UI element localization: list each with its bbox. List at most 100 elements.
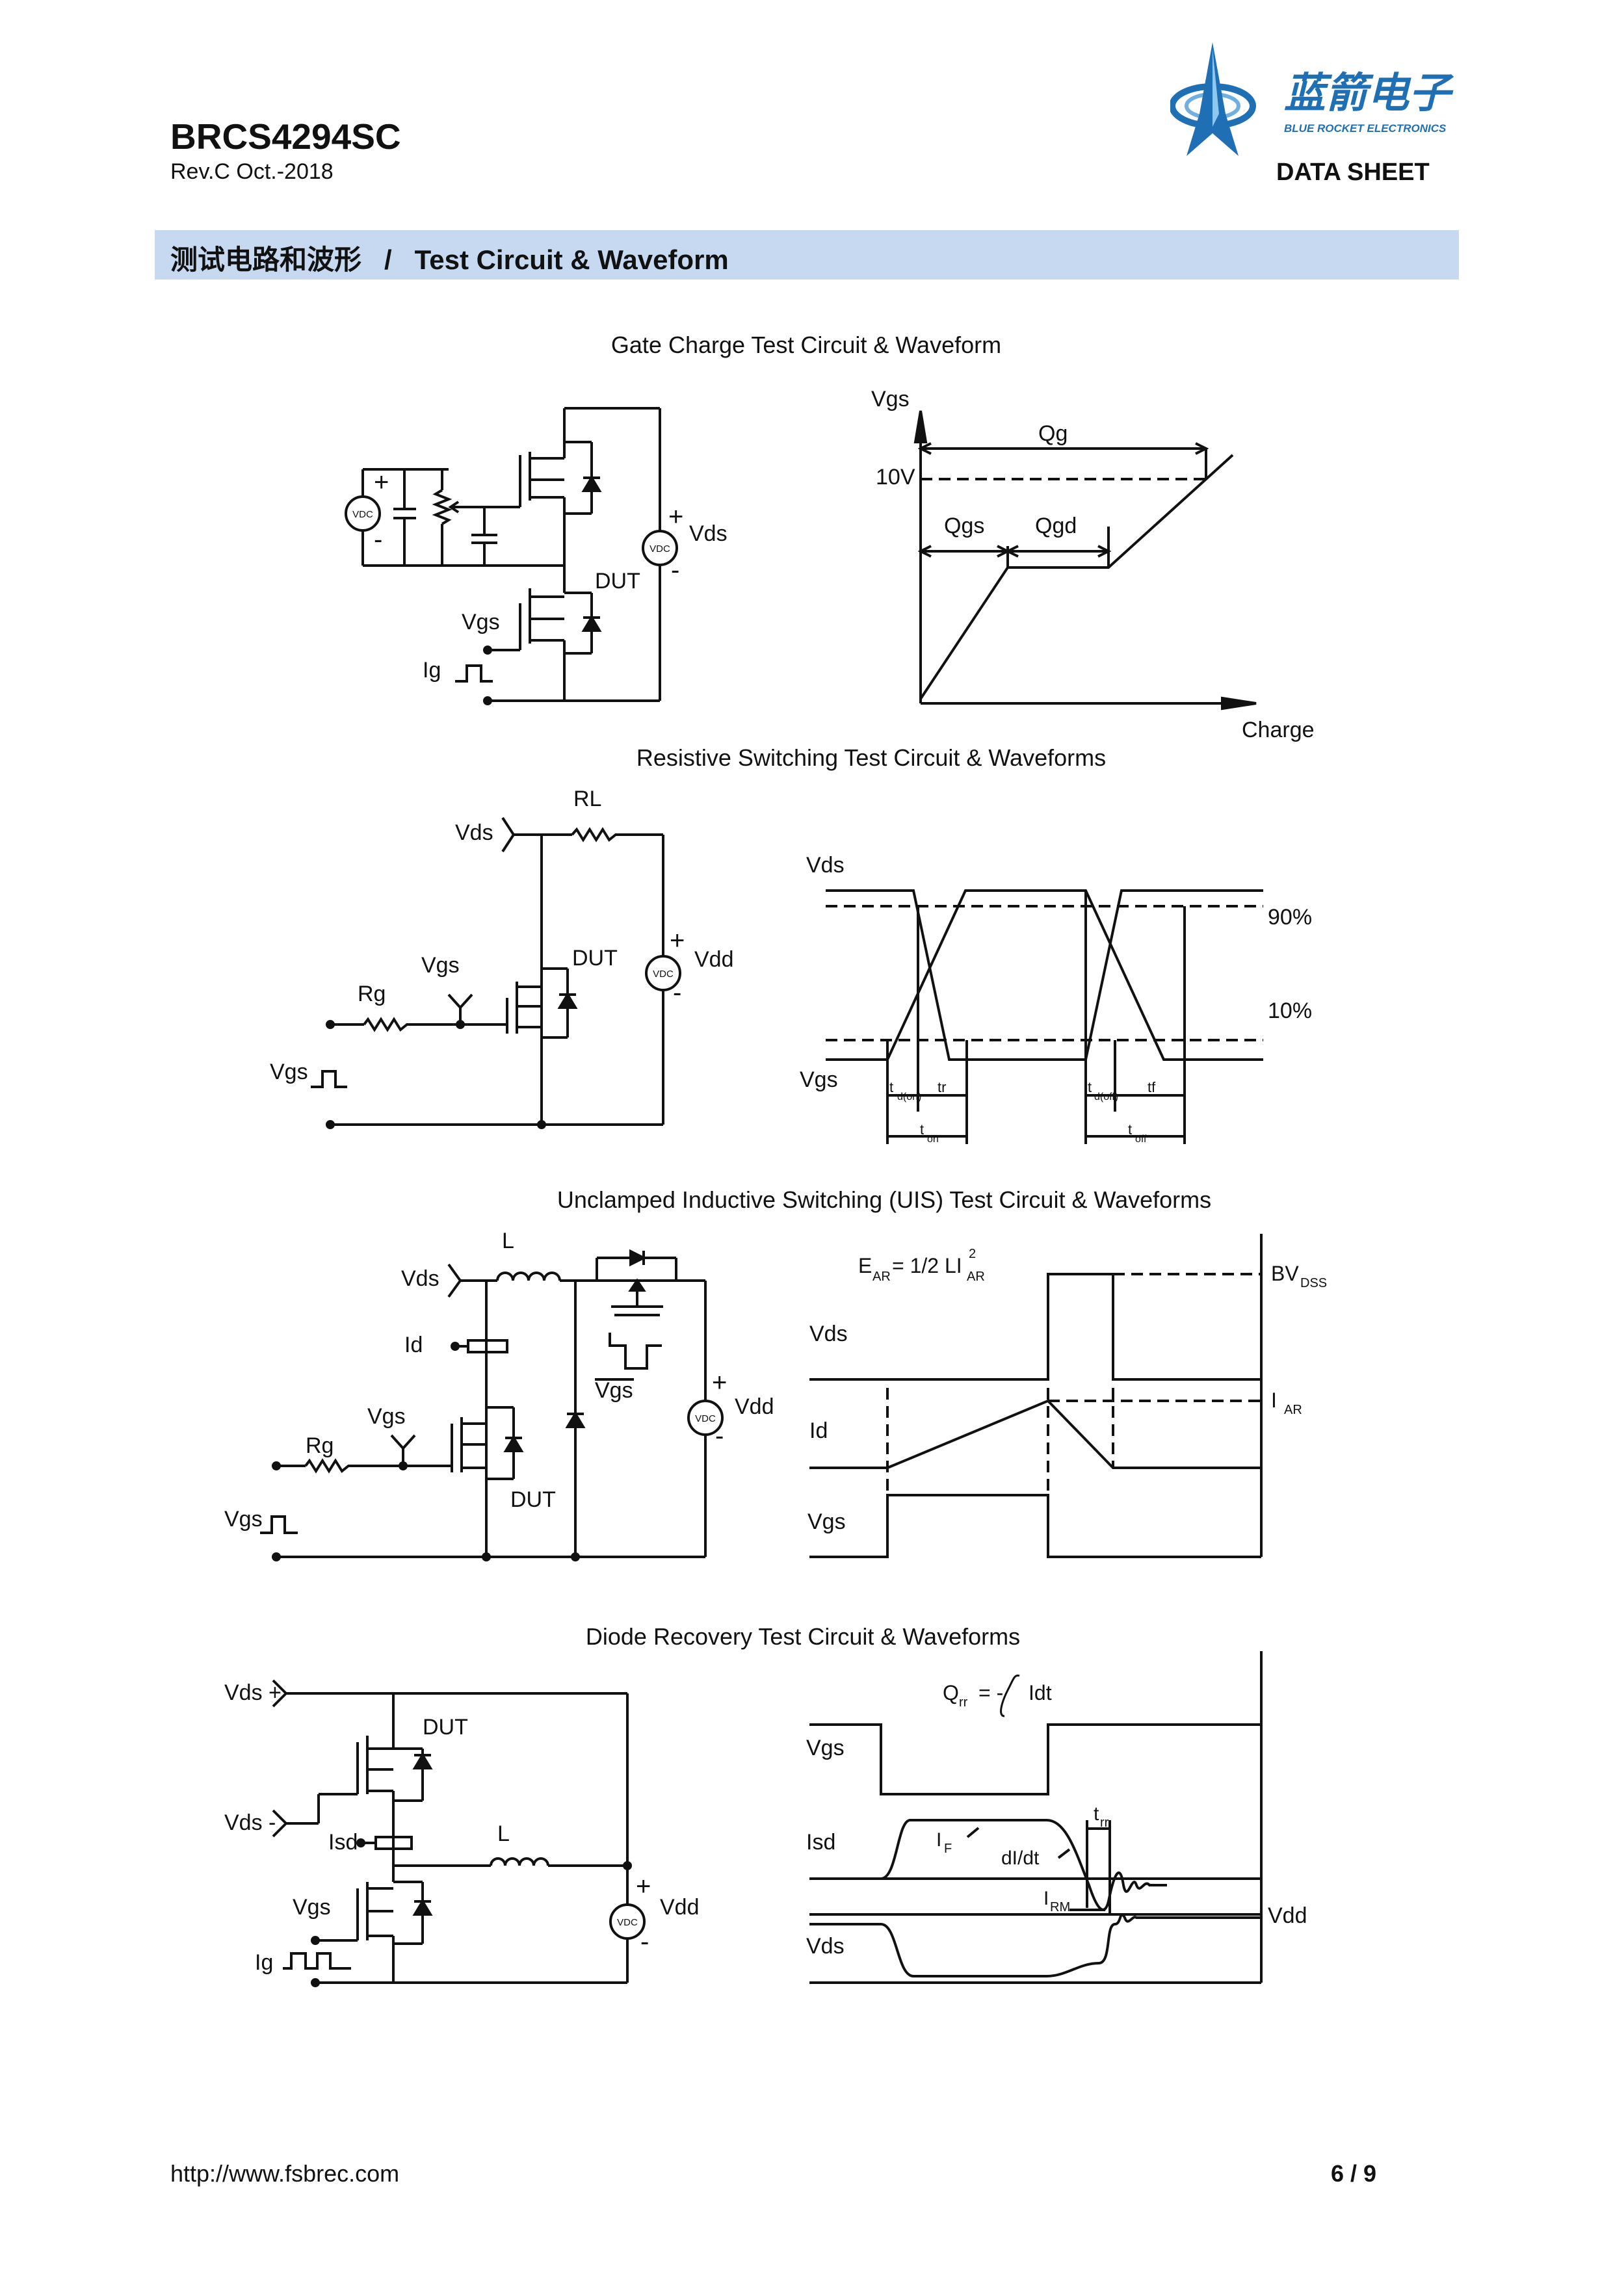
svg-text:t: t: [920, 1121, 924, 1138]
svg-text:d(on): d(on): [897, 1091, 921, 1102]
svg-text:AR: AR: [872, 1270, 891, 1284]
svg-text:Vdd: Vdd: [1268, 1903, 1307, 1928]
svg-text:Vds +: Vds +: [224, 1680, 282, 1705]
svg-text:t: t: [889, 1079, 893, 1095]
uis-waveform: [809, 1234, 1263, 1558]
diode-recovery-circuit: [272, 1679, 646, 1987]
svg-text:+: +: [374, 468, 389, 497]
svg-text:Vgs: Vgs: [270, 1060, 308, 1084]
svg-text:BLUE ROCKET ELECTRONICS: BLUE ROCKET ELECTRONICS: [1284, 122, 1447, 135]
svg-text:tr: tr: [938, 1079, 946, 1095]
svg-text:+: +: [636, 1872, 651, 1901]
svg-text:tf: tf: [1147, 1079, 1156, 1095]
svg-text:d(off): d(off): [1094, 1091, 1118, 1102]
svg-text:Vgs: Vgs: [293, 1895, 331, 1920]
svg-text:Vdd: Vdd: [735, 1394, 774, 1419]
svg-text:Vgs: Vgs: [462, 610, 500, 634]
svg-text:E: E: [858, 1254, 872, 1277]
svg-text:DUT: DUT: [595, 569, 640, 594]
datasheet-label: DATA SHEET: [1276, 159, 1430, 186]
svg-text:Qgd: Qgd: [1035, 514, 1077, 538]
svg-text:t: t: [1094, 1803, 1099, 1825]
svg-text:DUT: DUT: [572, 946, 618, 971]
svg-text:Isd: Isd: [806, 1830, 835, 1855]
svg-text:Vds -: Vds -: [224, 1810, 276, 1835]
svg-text:Vgs: Vgs: [367, 1404, 406, 1429]
resistive-title: Resistive Switching Test Circuit & Wavef…: [636, 744, 1106, 771]
svg-text:t: t: [1128, 1121, 1132, 1138]
svg-text:F: F: [944, 1842, 952, 1856]
footer-url[interactable]: http://www.fsbrec.com: [170, 2160, 400, 2187]
diode-recovery-waveform: [809, 1651, 1263, 1984]
gate-charge-title: Gate Charge Test Circuit & Waveform: [611, 332, 1001, 358]
svg-text:rr: rr: [959, 1695, 968, 1710]
svg-text:Vds: Vds: [455, 820, 493, 845]
section-title: 测试电路和波形 / Test Circuit & Waveform: [170, 244, 729, 275]
svg-text:Vgs: Vgs: [421, 953, 460, 978]
svg-text:VDC: VDC: [352, 509, 373, 520]
svg-text:Rg: Rg: [358, 982, 386, 1006]
svg-text:Id: Id: [404, 1333, 423, 1357]
svg-text:-: -: [640, 1927, 649, 1956]
svg-text:VDC: VDC: [649, 543, 670, 554]
svg-text:= 1/2 LI: = 1/2 LI: [892, 1254, 962, 1277]
svg-text:AR: AR: [967, 1270, 985, 1284]
svg-text:VDC: VDC: [695, 1413, 716, 1424]
uis-title: Unclamped Inductive Switching (UIS) Test…: [557, 1186, 1211, 1213]
svg-text:Rg: Rg: [306, 1433, 334, 1458]
svg-text:rr: rr: [1100, 1816, 1109, 1830]
svg-text:-: -: [715, 1422, 724, 1450]
svg-text:Vgs: Vgs: [595, 1378, 633, 1403]
svg-text:Qg: Qg: [1038, 421, 1068, 446]
svg-text:-: -: [374, 525, 382, 554]
svg-text:-: -: [673, 978, 681, 1007]
svg-text:Vgs: Vgs: [871, 387, 910, 411]
svg-text:RL: RL: [573, 787, 601, 811]
svg-text:t: t: [1088, 1079, 1092, 1095]
svg-text:DUT: DUT: [510, 1487, 556, 1512]
svg-text:90%: 90%: [1268, 905, 1312, 930]
svg-text:L: L: [497, 1821, 510, 1846]
svg-text:10%: 10%: [1268, 998, 1312, 1023]
svg-text:Vgs: Vgs: [800, 1067, 838, 1092]
svg-text:Vds: Vds: [806, 853, 845, 878]
svg-text:Vgs: Vgs: [806, 1736, 845, 1760]
svg-text:Vds: Vds: [689, 521, 728, 546]
svg-text:+: +: [670, 926, 685, 955]
svg-text:Vds: Vds: [401, 1266, 439, 1291]
svg-text:= -: = -: [978, 1681, 1003, 1704]
svg-text:-: -: [671, 556, 679, 584]
svg-text:Vgs: Vgs: [224, 1507, 263, 1532]
svg-text:dI/dt: dI/dt: [1001, 1847, 1040, 1869]
svg-text:+: +: [712, 1368, 727, 1397]
svg-text:Vds: Vds: [809, 1322, 848, 1346]
svg-text:Idt: Idt: [1029, 1681, 1052, 1704]
page-number: 6 / 9: [1331, 2160, 1377, 2187]
resistive-switching-waveform: [826, 889, 1263, 1144]
resistive-switching-circuit: [311, 816, 681, 1129]
svg-text:I: I: [1043, 1888, 1049, 1909]
svg-text:Vds: Vds: [806, 1934, 845, 1959]
gate-charge-circuit: [345, 407, 678, 705]
svg-text:I: I: [1271, 1389, 1277, 1412]
svg-text:DSS: DSS: [1300, 1276, 1327, 1290]
svg-text:off: off: [1135, 1134, 1147, 1145]
svg-text:10V: 10V: [876, 465, 915, 489]
svg-text:Vdd: Vdd: [694, 947, 734, 972]
svg-text:+: +: [668, 502, 683, 531]
svg-text:VDC: VDC: [653, 969, 674, 980]
svg-text:RM: RM: [1050, 1900, 1070, 1914]
svg-text:Vgs: Vgs: [807, 1509, 846, 1534]
revision-date: Rev.C Oct.-2018: [170, 159, 334, 184]
svg-text:Ig: Ig: [423, 658, 441, 683]
svg-text:on: on: [927, 1134, 939, 1145]
uis-circuit: [260, 1249, 724, 1561]
svg-text:AR: AR: [1284, 1403, 1302, 1417]
gate-charge-waveform: [913, 410, 1257, 711]
svg-text:蓝箭电子: 蓝箭电子: [1284, 70, 1454, 116]
svg-text:Vdd: Vdd: [660, 1895, 700, 1920]
diode-recovery-title: Diode Recovery Test Circuit & Waveforms: [586, 1623, 1020, 1650]
svg-text:Q: Q: [943, 1681, 959, 1704]
svg-text:I: I: [936, 1829, 941, 1851]
